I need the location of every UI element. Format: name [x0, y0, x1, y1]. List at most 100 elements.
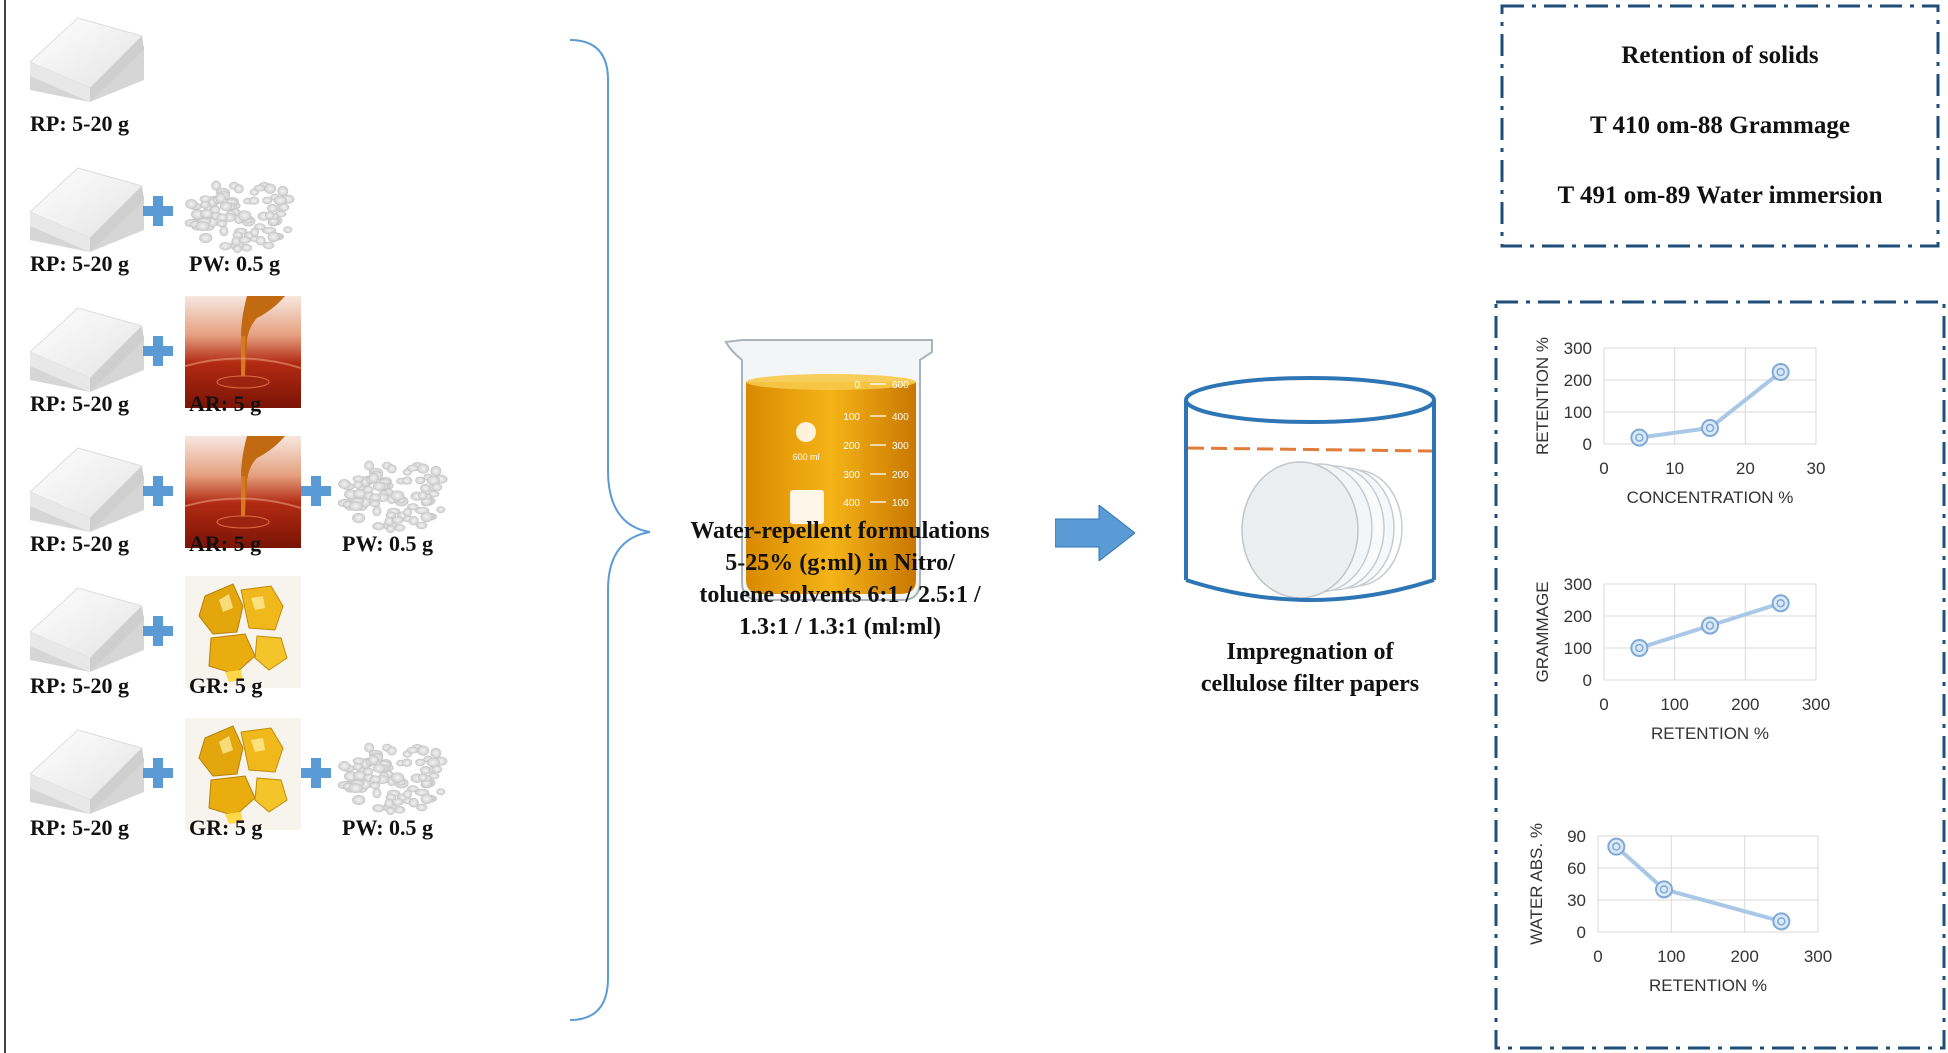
- x-tick-label: 0: [1599, 459, 1608, 478]
- data-point: [1607, 837, 1626, 856]
- y-tick-label: 30: [1567, 891, 1586, 910]
- svg-text:600 ml: 600 ml: [792, 452, 819, 462]
- material-label: RP: 5-20 g: [30, 251, 129, 276]
- beaker-scale-right: 400: [892, 412, 909, 423]
- test-water-immersion: T 491 om-89 Water immersion: [1557, 182, 1883, 209]
- y-tick-label: 100: [1564, 403, 1592, 422]
- beaker-scale-left: 200: [843, 441, 860, 452]
- data-point-center: [1612, 842, 1621, 851]
- material-label: AR: 5 g: [189, 391, 262, 416]
- plus-icon: [299, 756, 333, 795]
- y-tick-label: 200: [1564, 607, 1592, 626]
- data-point-center: [1777, 917, 1786, 926]
- beaker-scale-right: 200: [892, 470, 909, 481]
- plus-icon: [141, 474, 175, 513]
- test-grammage: T 410 om-88 Grammage: [1590, 112, 1850, 139]
- test-retention: Retention of solids: [1621, 42, 1819, 69]
- data-point: [1771, 363, 1790, 381]
- x-axis-label: RETENTION %: [1651, 724, 1769, 743]
- impregnation-line-2: cellulose filter papers: [1200, 671, 1420, 697]
- y-axis-label: GRAMMAGE: [1533, 581, 1552, 682]
- x-tick-label: 0: [1599, 695, 1608, 714]
- data-point: [1630, 428, 1649, 447]
- beaker-scale-left: 0: [854, 380, 860, 391]
- beaker-scale-left: 400: [843, 498, 860, 509]
- series-line: [1614, 845, 1782, 924]
- resin-pour-image: [184, 296, 302, 413]
- material-label: PW: 0.5 g: [189, 251, 281, 276]
- paraffin-slab-image: [26, 580, 146, 685]
- beaker-scale-left: 300: [843, 470, 860, 481]
- left-border: [4, 0, 6, 1053]
- data-point: [1771, 594, 1790, 613]
- y-axis-label: WATER ABS. %: [1527, 823, 1546, 945]
- material-label: RP: 5-20 g: [30, 815, 129, 840]
- data-point-center: [1659, 885, 1669, 894]
- formulation-line-4: 1.3:1 / 1.3:1 (ml:ml): [739, 614, 941, 640]
- x-tick-label: 10: [1665, 459, 1684, 478]
- impregnation-line-1: Impregnation of: [1226, 639, 1394, 665]
- data-point: [1655, 880, 1673, 899]
- y-tick-label: 0: [1577, 923, 1586, 942]
- x-axis-label: CONCENTRATION %: [1627, 488, 1794, 507]
- material-label: RP: 5-20 g: [30, 391, 129, 416]
- data-point: [1701, 419, 1719, 437]
- material-label: PW: 0.5 g: [342, 815, 434, 840]
- plus-icon: [299, 474, 333, 513]
- tests-box: Retention of solids T 410 om-88 Grammage…: [1500, 4, 1940, 248]
- plus-icon: [141, 756, 175, 795]
- x-axis-label: RETENTION %: [1649, 976, 1767, 995]
- x-tick-label: 200: [1731, 695, 1759, 714]
- beaker-scale-right: 300: [892, 441, 909, 452]
- y-tick-label: 100: [1564, 639, 1592, 658]
- paraffin-slab-image: [26, 10, 146, 115]
- plus-icon: [141, 614, 175, 653]
- data-point-center: [1776, 598, 1785, 608]
- flow-arrow-icon: [1055, 505, 1135, 561]
- y-tick-label: 0: [1583, 671, 1592, 690]
- filter-papers: [1241, 461, 1403, 599]
- gum-rosin-image: [185, 576, 301, 693]
- y-tick-label: 90: [1567, 827, 1586, 846]
- x-tick-label: 100: [1657, 947, 1685, 966]
- x-tick-label: 100: [1660, 695, 1688, 714]
- material-label: PW: 0.5 g: [342, 531, 434, 556]
- y-tick-label: 60: [1567, 859, 1586, 878]
- paraffin-slab-image: [26, 440, 146, 545]
- x-tick-label: 20: [1736, 459, 1755, 478]
- y-tick-label: 200: [1564, 371, 1592, 390]
- data-point: [1630, 639, 1649, 657]
- y-tick-label: 300: [1564, 339, 1592, 358]
- resin-pour-image: [184, 436, 302, 553]
- impregnation-caption: Impregnation of cellulose filter papers: [1150, 636, 1470, 700]
- formulation-line-1: Water-repellent formulations: [690, 518, 990, 544]
- gum-rosin-image: [185, 718, 301, 835]
- x-tick-label: 30: [1807, 459, 1826, 478]
- wax-granules-image: [336, 448, 456, 543]
- paraffin-slab-image: [26, 160, 146, 265]
- y-axis-label: RETENTION %: [1533, 337, 1552, 455]
- material-label: GR: 5 g: [189, 673, 263, 698]
- data-point-center: [1635, 643, 1644, 653]
- plus-icon: [141, 194, 175, 233]
- material-label: GR: 5 g: [189, 815, 263, 840]
- beaker-scale-right: 600: [892, 380, 909, 391]
- y-tick-label: 0: [1583, 435, 1592, 454]
- wax-granules-image: [336, 730, 456, 825]
- x-tick-label: 300: [1802, 695, 1830, 714]
- material-label: RP: 5-20 g: [30, 531, 129, 556]
- data-point-center: [1705, 621, 1715, 630]
- data-point-center: [1776, 367, 1785, 377]
- formulation-line-3: toluene solvents 6:1 / 2.5:1 /: [699, 582, 981, 608]
- y-tick-label: 300: [1564, 575, 1592, 594]
- data-point-center: [1705, 423, 1715, 433]
- formulation-caption: Water-repellent formulations 5-25% (g:ml…: [640, 515, 1040, 643]
- x-tick-label: 0: [1593, 947, 1602, 966]
- data-point: [1701, 616, 1719, 635]
- x-tick-label: 200: [1730, 947, 1758, 966]
- grouping-brace: [569, 39, 651, 1021]
- impregnation-container-image: [1184, 376, 1436, 602]
